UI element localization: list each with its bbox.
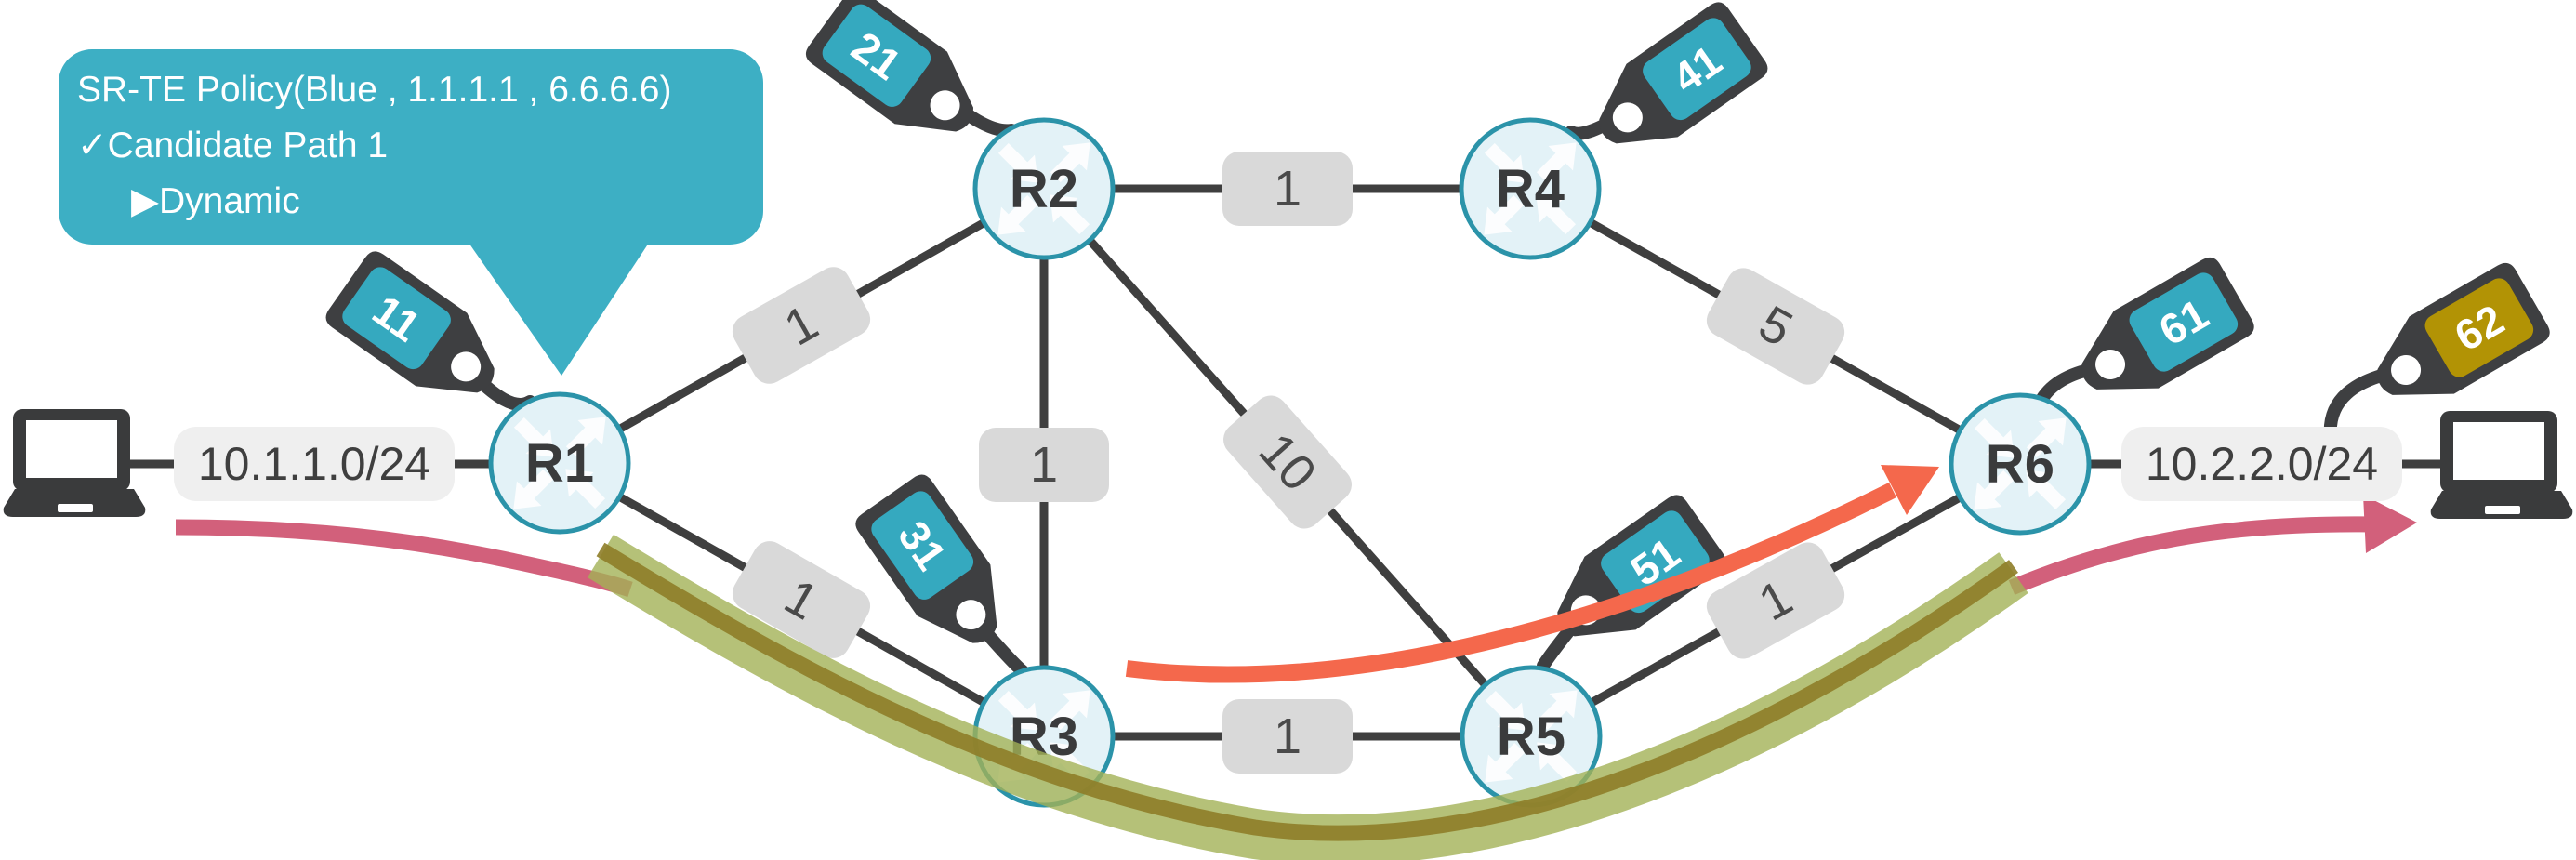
- tag-icon: 21: [805, 0, 973, 132]
- policy-candidate-path: ✓Candidate Path 1: [77, 126, 389, 165]
- sid-tag-62: 62: [2350, 256, 2557, 430]
- tag-icon: 61: [2081, 257, 2254, 390]
- router-label: R4: [1495, 158, 1565, 219]
- policy-path-type: ▶Dynamic: [131, 181, 300, 221]
- laptop-icon: [2430, 411, 2573, 519]
- pink-arrowhead: [2363, 495, 2417, 553]
- laptop-icon: [3, 409, 146, 517]
- router-label: R3: [1009, 706, 1079, 767]
- laptop-left: [0, 409, 149, 521]
- sid-tag-61: 61: [2054, 250, 2262, 424]
- link-cost-r2-r3: 1: [979, 428, 1109, 502]
- router-icon: [488, 391, 631, 535]
- tag-icon: 41: [1599, 2, 1768, 144]
- router-label: R6: [1985, 433, 2055, 495]
- link-cost-r3-r5: 1: [1222, 699, 1353, 774]
- router-node-r4: R4: [1456, 114, 1605, 263]
- router-icon: [1949, 392, 2092, 536]
- router-label: R1: [524, 432, 595, 494]
- tag-icon: 62: [2377, 262, 2550, 395]
- laptop-right: [2427, 411, 2576, 523]
- router-node-r3: R3: [970, 662, 1118, 811]
- router-icon: [972, 117, 1116, 260]
- sid-tag-21: 21: [798, 0, 1003, 165]
- link-cost-r2-r4: 1: [1222, 152, 1353, 226]
- tag-icon: 11: [325, 251, 495, 393]
- sid-tag-11: 11: [317, 244, 522, 427]
- srte-policy-bubble: SR-TE Policy(Blue , 1.1.1.1 , 6.6.6.6) ✓…: [59, 49, 763, 245]
- router-icon: [1459, 117, 1602, 260]
- router-node-r2: R2: [970, 114, 1118, 263]
- sid-tag-41: 41: [1570, 0, 1776, 177]
- traffic-path-pink-right: [2008, 516, 2373, 595]
- router-node-r5: R5: [1457, 662, 1605, 811]
- bubble-tail: [467, 240, 651, 376]
- router-label: R2: [1009, 158, 1079, 219]
- router-label: R5: [1496, 706, 1566, 767]
- router-node-r1: R1: [485, 389, 634, 537]
- router-node-r6: R6: [1946, 390, 2094, 538]
- policy-title: SR-TE Policy(Blue , 1.1.1.1 , 6.6.6.6): [77, 70, 672, 110]
- network-label-left: 10.1.1.0/24: [174, 427, 455, 501]
- network-label-right: 10.2.2.0/24: [2121, 427, 2402, 501]
